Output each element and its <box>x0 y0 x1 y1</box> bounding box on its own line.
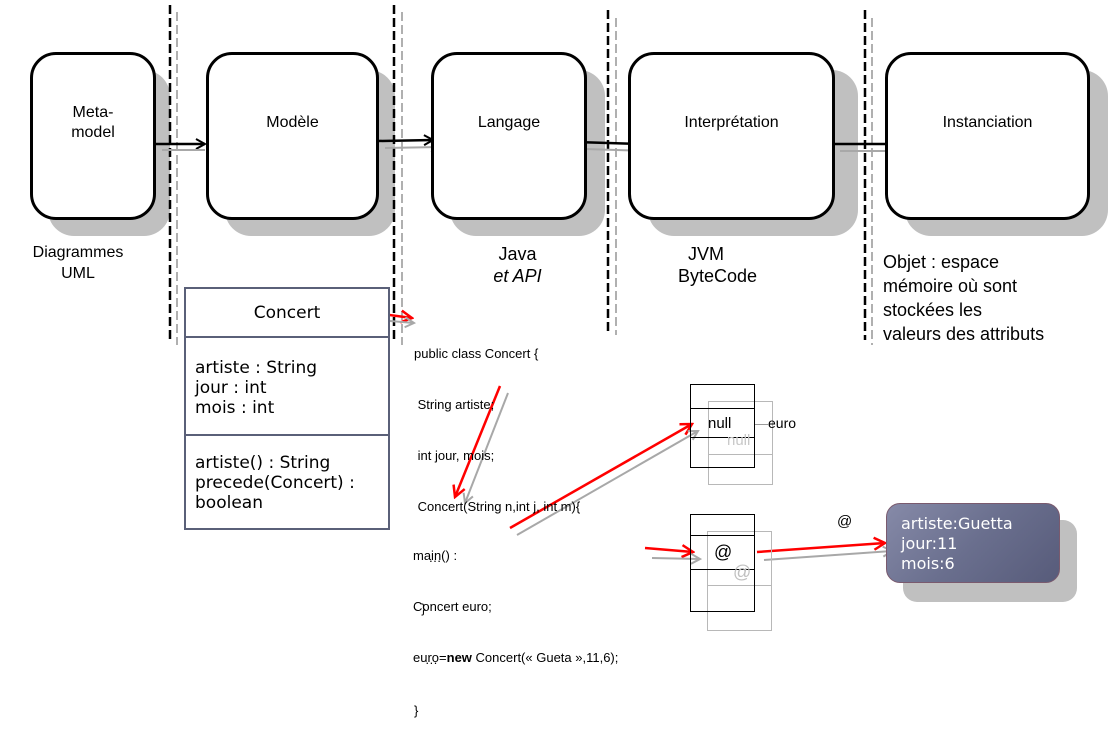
reference-value-ghost: @ <box>733 562 752 582</box>
code-line: } <box>414 601 426 616</box>
caption-line: stockées les <box>883 300 983 320</box>
caption-line: et API <box>493 266 542 286</box>
java-class-code: public class Concert { String artiste; i… <box>414 311 580 736</box>
uml-operation: boolean <box>195 493 263 513</box>
new-keyword: new <box>446 650 472 665</box>
code-line: Concert euro; <box>413 599 492 614</box>
uml-operations: artiste() : String precede(Concert) : bo… <box>186 436 388 513</box>
memory-cell-euro <box>690 408 755 438</box>
caption-line: JVM <box>688 244 724 264</box>
object-field: jour:11 <box>901 534 958 553</box>
flow-arrow <box>155 144 205 151</box>
code-line: } <box>414 703 419 718</box>
stage-divider <box>392 5 403 345</box>
variable-name-euro: euro <box>768 415 797 431</box>
memory-cell-ghost <box>707 531 772 586</box>
caption-instanciation: Objet : espace mémoire où sont stockées … <box>883 250 1113 346</box>
caption-line: valeurs des attributs <box>883 324 1045 344</box>
caption-line: UML <box>61 265 95 282</box>
stage-modele: Modèle <box>206 52 379 220</box>
null-value: null <box>708 415 732 432</box>
caption-metamodel: Diagrammes UML <box>18 242 138 284</box>
uml-attribute: mois : int <box>195 398 275 418</box>
stage-interpretation: Interprétation <box>628 52 835 220</box>
variable-link-line <box>755 424 769 425</box>
stage-label: model <box>71 124 115 141</box>
stage-instanciation: Instanciation <box>885 52 1090 220</box>
reference-label: @ <box>837 513 853 530</box>
object-field: mois:6 <box>901 554 955 573</box>
reference-to-object-arrow <box>756 543 892 561</box>
stage-label: Langage <box>477 114 541 131</box>
object-instance: artiste:Guetta jour:11 mois:6 <box>886 503 1060 583</box>
uml-class-concert: Concert artiste : String jour : int mois… <box>184 287 390 530</box>
flow-arrow <box>377 140 440 148</box>
uml-operation: precede(Concert) : <box>195 473 355 493</box>
uml-attribute: jour : int <box>195 378 267 398</box>
code-line: euro=new Concert(« Gueta »,11,6); <box>413 649 618 666</box>
instantiation-to-memory-arrow <box>644 548 700 559</box>
caption-line: ByteCode <box>677 266 758 286</box>
uml-attributes: artiste : String jour : int mois : int <box>186 338 388 436</box>
uml-attribute: artiste : String <box>195 358 318 378</box>
code-line: int jour, mois; <box>414 448 495 463</box>
code-line: public class Concert { <box>414 346 539 361</box>
caption-line: mémoire où sont <box>883 276 1018 296</box>
caption-line: Java <box>498 244 537 264</box>
stage-divider <box>168 5 178 345</box>
stage-label: Meta- <box>72 104 114 121</box>
stage-label: Interprétation <box>684 114 779 131</box>
code-line: main() : <box>413 548 458 563</box>
code-text: Concert(« Gueta »,11,6); <box>471 650 619 665</box>
caption-line: Diagrammes <box>32 244 124 261</box>
stage-label: Modèle <box>266 114 319 131</box>
stage-divider <box>606 10 617 335</box>
code-text: euro= <box>413 650 447 665</box>
stage-metamodel: Meta- model <box>30 52 156 220</box>
reference-value: @ <box>714 542 733 562</box>
code-line: … <box>414 550 442 565</box>
object-field: artiste:Guetta <box>901 514 1013 533</box>
uml-class-name: Concert <box>186 289 388 338</box>
memory-cell-ghost <box>708 401 773 455</box>
memory-cell-reference <box>690 535 755 570</box>
caption-langage: Java et API <box>470 243 565 287</box>
caption-interpretation: JVM ByteCode <box>660 243 775 287</box>
stage-langage: Langage <box>431 52 587 220</box>
caption-line: Objet : espace <box>883 252 1000 272</box>
code-to-main-arrow <box>455 385 509 503</box>
code-line: Concert(String n,int j, int m){ <box>414 499 581 514</box>
stage-divider <box>863 10 873 345</box>
declaration-to-memory-arrow <box>509 424 698 536</box>
code-line: String artiste; <box>414 397 495 412</box>
uml-operation: artiste() : String <box>195 453 331 473</box>
main-code: main() : Concert euro; euro=new Concert(… <box>413 513 618 683</box>
null-value-ghost: null <box>727 432 751 449</box>
stage-label: Instanciation <box>942 114 1033 131</box>
